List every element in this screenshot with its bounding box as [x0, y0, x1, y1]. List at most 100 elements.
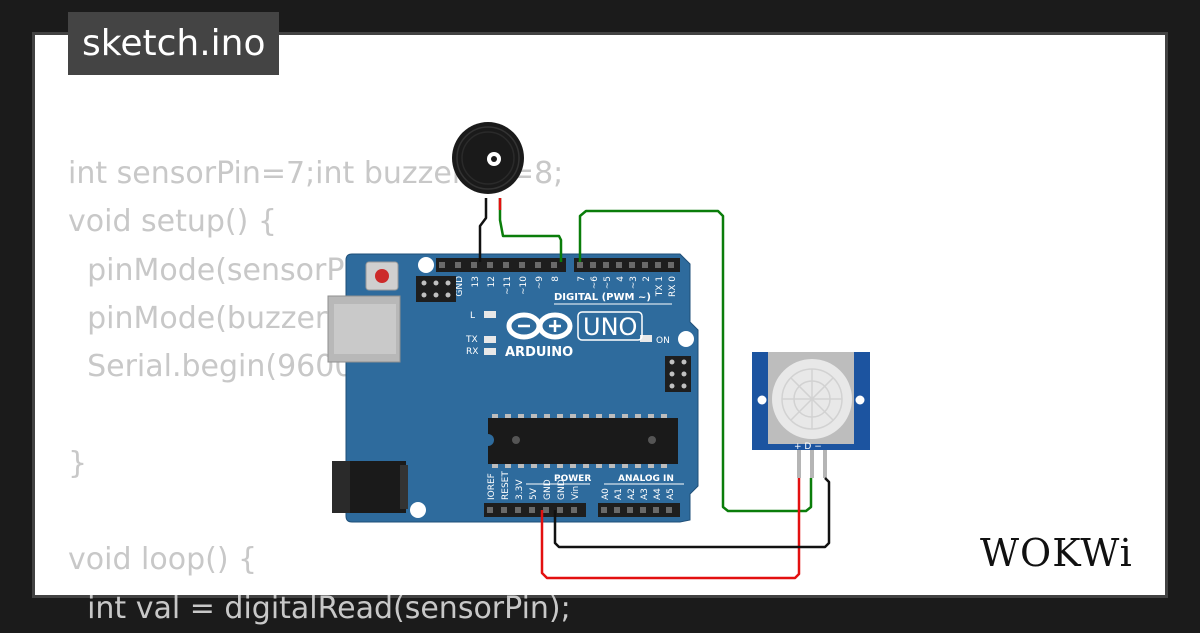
header-pin[interactable]	[655, 262, 661, 268]
chip-pin	[583, 464, 589, 468]
header-pin[interactable]	[642, 262, 648, 268]
header-pin[interactable]	[571, 507, 577, 513]
chip-pin	[531, 464, 537, 468]
header-pin[interactable]	[529, 507, 535, 513]
wire-buzzer-signal[interactable]	[498, 198, 563, 262]
header-pin[interactable]	[471, 262, 477, 268]
header-pin[interactable]	[629, 262, 635, 268]
uno-label: UNO	[583, 313, 637, 341]
header-pin[interactable]	[614, 507, 620, 513]
header-pin[interactable]	[616, 262, 622, 268]
analog-label: ANALOG IN	[618, 474, 674, 484]
header-pin[interactable]	[543, 507, 549, 513]
pin-label: ~11	[503, 276, 513, 295]
chip-pin	[570, 414, 576, 418]
pin-label: RX 0	[668, 276, 678, 297]
header-pin[interactable]	[519, 262, 525, 268]
chip-pin	[661, 464, 667, 468]
led-rx-label: RX	[466, 347, 478, 357]
pin-label: ~10	[519, 276, 529, 295]
chip-pin	[635, 464, 641, 468]
pin-label: A5	[666, 488, 676, 500]
header-pin[interactable]	[666, 507, 672, 513]
pin-label: 13	[471, 276, 481, 287]
header-pin[interactable]	[455, 262, 461, 268]
led-tx-label: TX	[465, 335, 478, 345]
header-pin[interactable]	[535, 262, 541, 268]
icsp-header	[416, 276, 456, 302]
chip-pin	[596, 414, 602, 418]
header-pin[interactable]	[487, 507, 493, 513]
chip-pin	[544, 464, 550, 468]
pin-label: A1	[614, 488, 624, 500]
file-name-tab[interactable]: sketch.ino	[68, 12, 280, 75]
header-pin[interactable]	[557, 507, 563, 513]
header-pin[interactable]	[653, 507, 659, 513]
chip-pin	[505, 414, 511, 418]
chip-pin	[570, 464, 576, 468]
header-pin[interactable]	[601, 507, 607, 513]
header-pin[interactable]	[501, 507, 507, 513]
microcontroller-chip	[488, 414, 678, 468]
pir-motion-sensor[interactable]: + D −	[752, 352, 870, 478]
header-pins	[577, 262, 674, 268]
pin-label: GND	[557, 479, 567, 500]
pin-label: 2	[642, 276, 652, 282]
header-pin[interactable]	[603, 262, 609, 268]
chip-pin	[648, 414, 654, 418]
pin-label: 7	[577, 276, 587, 282]
pin-label: 3.3V	[515, 479, 525, 500]
header-pins	[439, 262, 557, 268]
digital-pwm-label: DIGITAL (PWM ~)	[554, 292, 651, 303]
wokwi-logo-text: WOKWi	[980, 531, 1133, 575]
mounting-hole	[418, 257, 434, 273]
usb-port-inner	[334, 304, 396, 354]
header-pin[interactable]	[668, 262, 674, 268]
code-line: void loop() {	[68, 542, 258, 578]
header-pin[interactable]	[439, 262, 445, 268]
chip-pin	[492, 414, 498, 418]
chip-pin	[557, 464, 563, 468]
wokwi-logo[interactable]: WOKWi	[978, 528, 1153, 576]
pin-label: GND	[455, 276, 465, 297]
wire-pir-gnd[interactable]	[553, 477, 831, 549]
header-pin[interactable]	[487, 262, 493, 268]
wire-pir-vcc[interactable]	[540, 478, 801, 580]
pin-label: 8	[551, 276, 561, 282]
header-pin[interactable]	[503, 262, 509, 268]
led-l-label: L	[470, 311, 475, 321]
code-line: int sensorPin=7;int buzzerPin=8;	[68, 156, 564, 191]
pin-label: 12	[487, 276, 497, 287]
infinity-logo-icon	[506, 312, 573, 340]
header-pin[interactable]	[627, 507, 633, 513]
header-pins	[487, 507, 577, 513]
header-pin[interactable]	[577, 262, 583, 268]
reset-button-icon[interactable]	[365, 261, 399, 291]
buzzer-icon[interactable]	[452, 122, 524, 194]
code-line: int val = digitalRead(sensorPin);	[68, 590, 571, 626]
pin-label: ~6	[590, 276, 600, 290]
pir-pin-labels: + D −	[794, 442, 822, 452]
mounting-hole	[678, 331, 694, 347]
wire-pir-signal[interactable]	[578, 209, 813, 513]
pin-label: GND	[543, 479, 553, 500]
pin-label: ~9	[535, 276, 545, 290]
header-pin[interactable]	[551, 262, 557, 268]
pin-label: Vin	[571, 486, 581, 500]
wire-buzzer-gnd[interactable]	[478, 198, 488, 262]
chip-pin	[518, 414, 524, 418]
header-pin[interactable]	[515, 507, 521, 513]
header-pins	[601, 507, 672, 513]
pin-label: ~3	[629, 276, 639, 289]
header-pin[interactable]	[590, 262, 596, 268]
header-pin[interactable]	[640, 507, 646, 513]
chip-pin	[557, 414, 563, 418]
chip-pin	[531, 414, 537, 418]
chip-pin	[544, 414, 550, 418]
uno-badge	[577, 311, 643, 341]
pin-label: A4	[653, 488, 663, 500]
led-l	[484, 311, 496, 318]
chip-pin	[583, 414, 589, 418]
